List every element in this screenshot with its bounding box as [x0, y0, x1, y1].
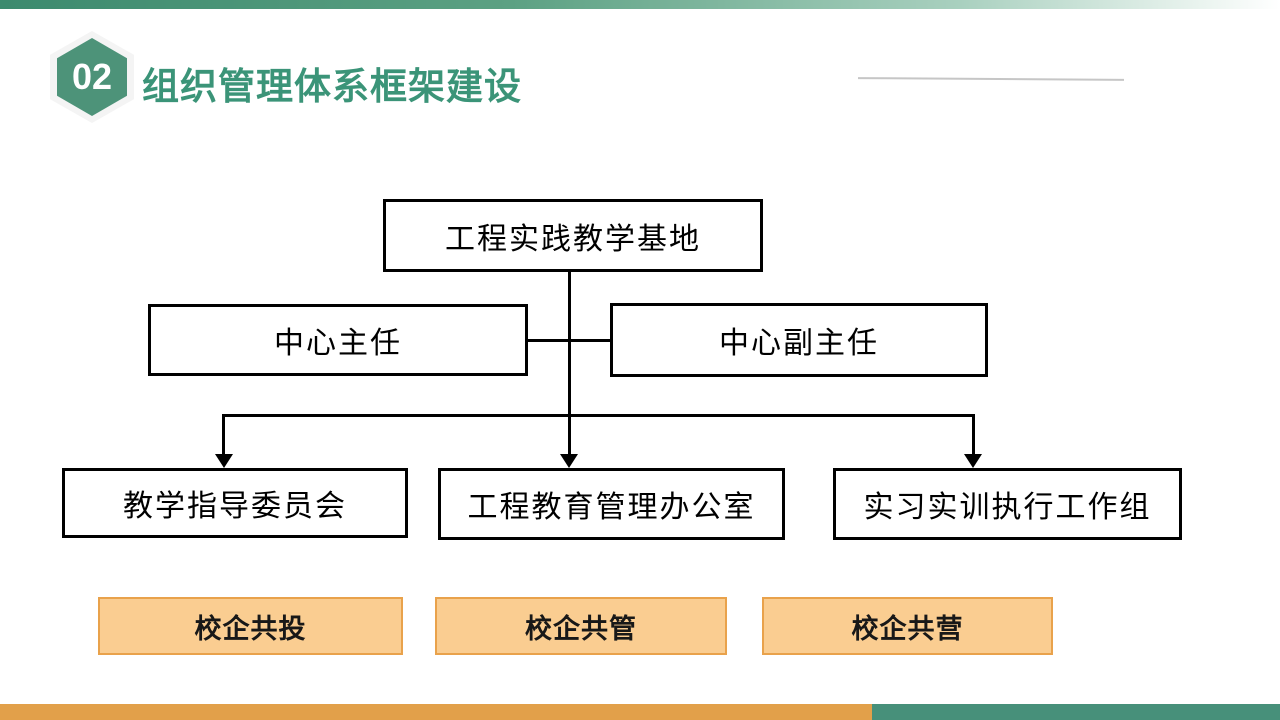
- org-box-teaching-committee-label: 教学指导委员会: [123, 490, 347, 523]
- org-box-education-office: 工程教育管理办公室: [438, 468, 785, 540]
- org-box-deputy-director-label: 中心副主任: [719, 327, 879, 360]
- connector-vertical-right: [972, 414, 975, 456]
- org-box-training-workgroup: 实习实训执行工作组: [833, 468, 1182, 540]
- tag-joint-investment-label: 校企共投: [194, 613, 307, 644]
- connector-horizontal-level2: [528, 339, 610, 342]
- tag-joint-operation: 校企共营: [762, 597, 1053, 655]
- hexagon-icon: 02: [57, 38, 127, 116]
- tag-joint-investment: 校企共投: [98, 597, 403, 655]
- org-box-director: 中心主任: [148, 304, 528, 376]
- org-box-root: 工程实践教学基地: [383, 199, 763, 272]
- top-gradient-strip: [0, 0, 1280, 9]
- tag-joint-management-label: 校企共管: [525, 613, 637, 644]
- footer-bar-green: [872, 704, 1280, 720]
- org-box-training-workgroup-label: 实习实训执行工作组: [863, 491, 1152, 524]
- org-box-education-office-label: 工程教育管理办公室: [467, 491, 756, 524]
- org-box-deputy-director: 中心副主任: [610, 303, 988, 377]
- org-box-director-label: 中心主任: [274, 327, 402, 360]
- tag-joint-management: 校企共管: [435, 597, 727, 655]
- page-title: 组织管理体系框架建设: [142, 66, 522, 107]
- arrowhead-down-icon: [215, 454, 233, 468]
- org-box-teaching-committee: 教学指导委员会: [62, 468, 408, 538]
- org-box-root-label: 工程实践教学基地: [445, 222, 701, 256]
- connector-horizontal-distribution: [222, 414, 975, 417]
- footer-bar-orange: [0, 704, 872, 720]
- arrowhead-down-icon: [560, 454, 578, 468]
- connector-vertical-left: [222, 414, 225, 456]
- tag-joint-operation-label: 校企共营: [851, 613, 964, 644]
- arrowhead-down-icon: [964, 454, 982, 468]
- connector-vertical-center: [568, 272, 571, 456]
- section-number: 02: [71, 56, 113, 97]
- decorative-line: [857, 77, 1125, 81]
- section-number-badge: 02: [50, 31, 134, 123]
